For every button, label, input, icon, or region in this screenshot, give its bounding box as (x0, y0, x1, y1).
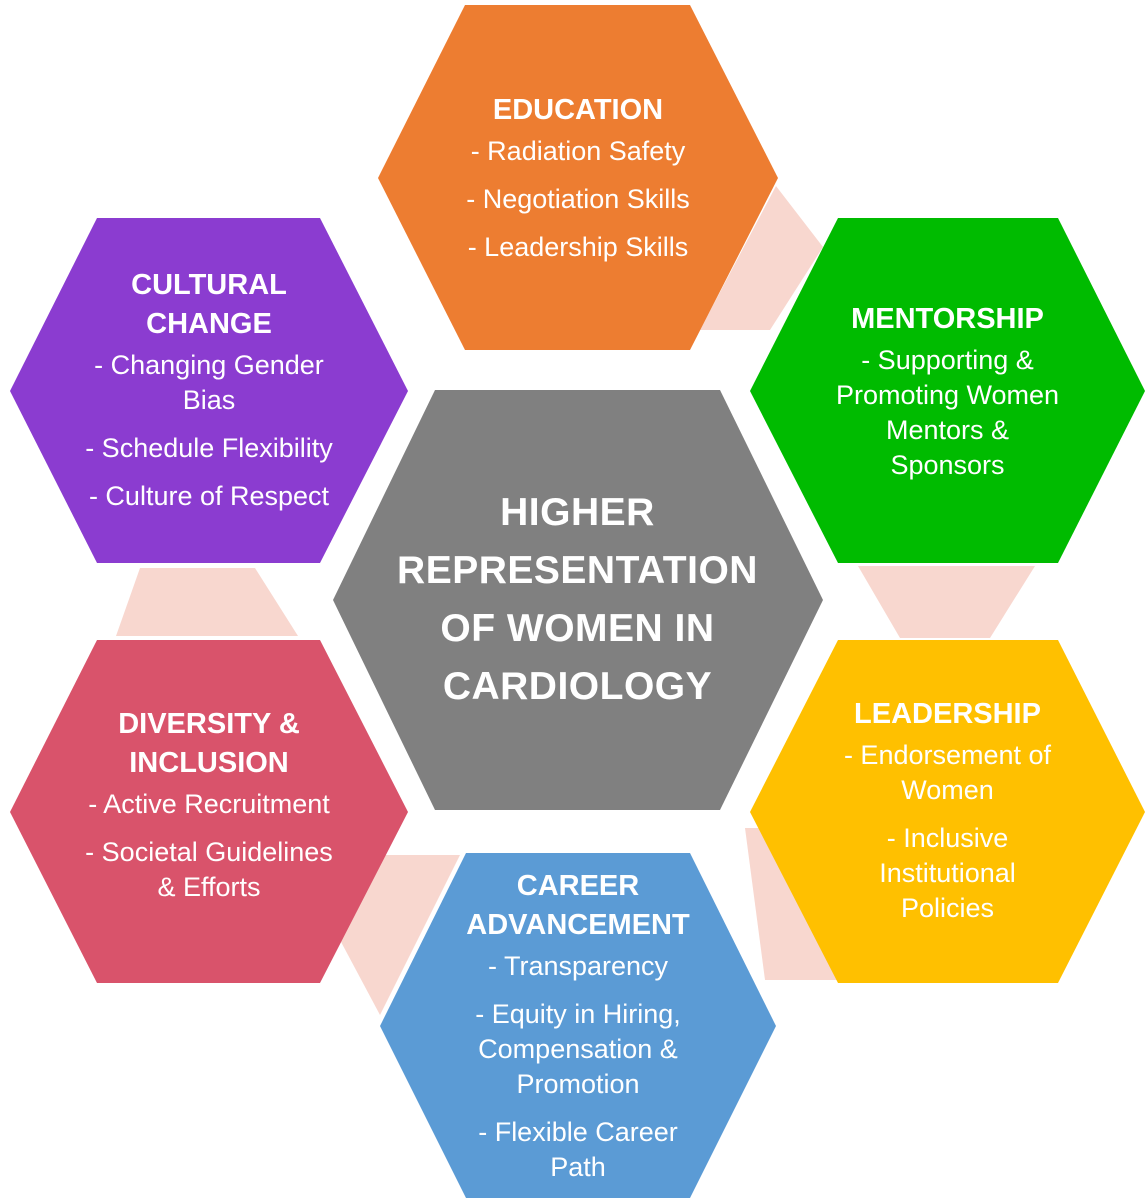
item-line: - Leadership Skills (467, 232, 689, 262)
hexagon-diversity (10, 640, 408, 983)
education-label: EDUCATION - Radiation Safety - Negotiati… (388, 60, 768, 296)
item-line: Policies (900, 892, 995, 923)
item-line: - Changing Gender (94, 350, 324, 380)
mentorship-label: MENTORSHIP - Supporting & Promoting Wome… (760, 276, 1135, 506)
cultural-title-line-2: CHANGE (146, 308, 272, 340)
leadership-item-2: - Inclusive Institutional Policies (844, 821, 1051, 926)
item-line: - Equity in Hiring, (475, 999, 681, 1029)
mentorship-title-line-1: MENTORSHIP (851, 302, 1044, 335)
item-line: & Efforts (157, 872, 261, 902)
leadership-title-line-1: LEADERSHIP (854, 697, 1041, 730)
item-line: - Endorsement of (843, 739, 1052, 770)
hexagon-center (333, 390, 823, 810)
cultural-item-2: - Schedule Flexibility (85, 431, 333, 466)
hexagon-career (380, 853, 776, 1198)
diversity-item-1: - Active Recruitment (85, 787, 333, 822)
item-line: Promotion (516, 1069, 640, 1099)
center-title-line-3: OF WOMEN IN (440, 607, 715, 650)
item-line: - Supporting & (861, 344, 1034, 375)
diversity-title-line-2: INCLUSION (129, 747, 289, 779)
connector-career-diversity (340, 855, 460, 1015)
mentorship-items: - Supporting & Promoting Women Mentors &… (836, 343, 1059, 483)
item-line: - Transparency (487, 951, 669, 981)
item-line: - Schedule Flexibility (85, 433, 333, 463)
cultural-title-line-1: CULTURAL (131, 269, 287, 301)
hexagon-leadership (750, 640, 1145, 983)
career-item-1: - Transparency (475, 949, 681, 984)
cultural-item-1: - Changing Gender Bias (85, 348, 333, 418)
item-line: - Culture of Respect (88, 481, 330, 511)
item-line: Path (550, 1152, 606, 1182)
item-line: - Societal Guidelines (85, 837, 333, 867)
item-line: Institutional (879, 857, 1016, 888)
career-title-line-1: CAREER (516, 870, 640, 902)
item-line: Bias (182, 385, 236, 415)
education-item-2: - Negotiation Skills (466, 182, 690, 217)
cultural-item-3: - Culture of Respect (85, 479, 333, 514)
center-title-line-2: REPRESENTATION (397, 549, 758, 592)
education-title: EDUCATION (493, 91, 663, 130)
connector-education-mentorship (700, 186, 823, 330)
career-item-3: - Flexible Career Path (475, 1115, 681, 1185)
career-label: CAREER ADVANCEMENT - Transparency - Equi… (390, 858, 766, 1194)
diversity-title-line-1: DIVERSITY & (118, 708, 300, 740)
center-title-line-1: HIGHER (500, 491, 655, 534)
leadership-item-1: - Endorsement of Women (844, 738, 1051, 808)
connector-leadership-career (745, 828, 840, 980)
education-title-line-1: EDUCATION (492, 94, 664, 126)
center-label: HIGHER REPRESENTATION OF WOMEN IN CARDIO… (360, 420, 795, 780)
diversity-label: DIVERSITY & INCLUSION - Active Recruitme… (20, 680, 398, 930)
leadership-title: LEADERSHIP (854, 695, 1041, 734)
education-item-1: - Radiation Safety (466, 134, 690, 169)
connector-mentorship-leadership (858, 566, 1035, 638)
diversity-title: DIVERSITY & INCLUSION (118, 705, 300, 783)
career-title-line-2: ADVANCEMENT (466, 909, 690, 941)
item-line: Mentors & (885, 414, 1010, 445)
hexagon-education (378, 5, 778, 350)
item-line: Promoting Women (835, 379, 1060, 410)
item-line: Women (901, 774, 994, 805)
cultural-label: CULTURAL CHANGE - Changing Gender Bias -… (20, 240, 398, 540)
item-line: Compensation & (478, 1034, 678, 1064)
center-title-line-4: CARDIOLOGY (442, 665, 713, 708)
item-line: Sponsors (890, 449, 1005, 480)
mentorship-title: MENTORSHIP (851, 300, 1044, 339)
cultural-title: CULTURAL CHANGE (131, 266, 287, 344)
hexagon-mentorship (750, 218, 1145, 563)
connector-diversity-cultural (116, 568, 298, 636)
leadership-items: - Endorsement of Women - Inclusive Insti… (844, 738, 1051, 926)
leadership-label: LEADERSHIP - Endorsement of Women - Incl… (760, 670, 1135, 950)
career-item-2: - Equity in Hiring, Compensation & Promo… (475, 997, 681, 1102)
education-item-3: - Leadership Skills (466, 230, 690, 265)
career-title: CAREER ADVANCEMENT (466, 867, 689, 945)
diversity-items: - Active Recruitment - Societal Guidelin… (85, 787, 333, 905)
item-line: - Flexible Career (478, 1117, 678, 1147)
mentorship-item-1: - Supporting & Promoting Women Mentors &… (836, 343, 1059, 483)
item-line: - Radiation Safety (470, 136, 686, 166)
hexagon-cultural (10, 218, 408, 563)
item-line: - Active Recruitment (88, 789, 330, 819)
career-items: - Transparency - Equity in Hiring, Compe… (475, 949, 681, 1185)
center-title: HIGHER REPRESENTATION OF WOMEN IN CARDIO… (397, 484, 758, 716)
item-line: - Inclusive (886, 822, 1009, 853)
diversity-item-2: - Societal Guidelines & Efforts (85, 835, 333, 905)
item-line: - Negotiation Skills (466, 184, 690, 214)
cultural-items: - Changing Gender Bias - Schedule Flexib… (85, 348, 333, 514)
education-items: - Radiation Safety - Negotiation Skills … (466, 134, 690, 265)
